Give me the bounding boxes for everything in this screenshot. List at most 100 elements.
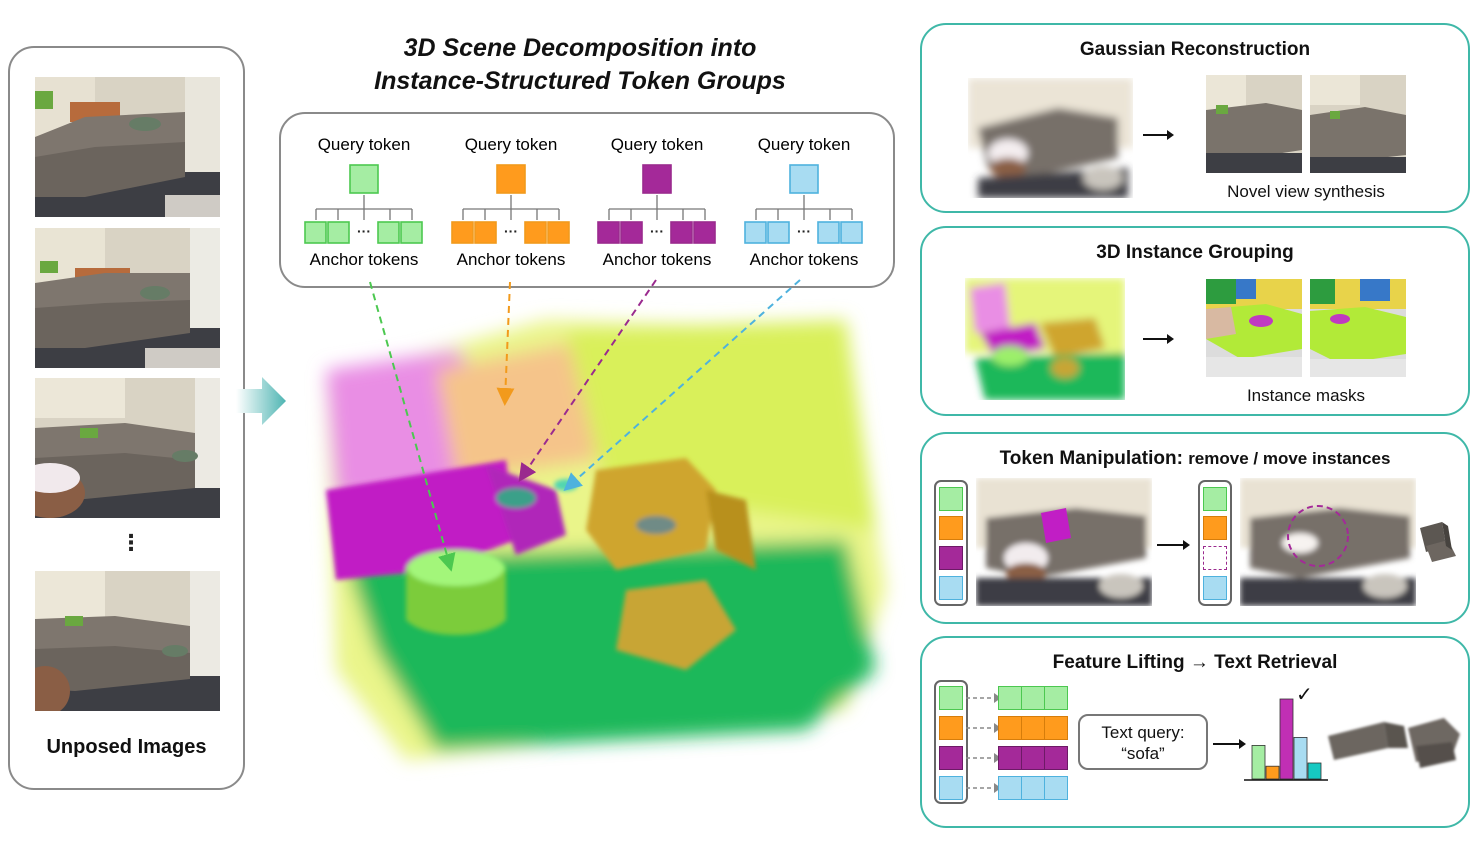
- anchor-ellipsis-4: ···: [797, 223, 811, 239]
- lift-arrows: [966, 693, 1001, 793]
- arrow-right-icon: [1143, 334, 1174, 344]
- token-blue: [1203, 576, 1227, 600]
- anchor-tokens-label-2: Anchor tokens: [456, 250, 566, 269]
- gaussian-render: [968, 78, 1133, 198]
- anchor-token-1-4: [400, 221, 423, 244]
- feature-purple: [998, 746, 1068, 770]
- anchor-token-2-3: [524, 221, 547, 244]
- input-image-3: [35, 378, 220, 518]
- instance-mask-1: [1206, 279, 1302, 377]
- anchor-token-1-3: [377, 221, 400, 244]
- token-blue: [939, 776, 963, 800]
- unposed-images-label: Unposed Images: [46, 736, 207, 758]
- input-image-1: [35, 77, 220, 217]
- arrow-right-icon: [1143, 130, 1174, 140]
- feature-orange: [998, 716, 1068, 740]
- unposed-images-panel: [8, 46, 245, 790]
- token-manipulation-title-bold: Token Manipulation:: [999, 448, 1183, 469]
- retrieved-sofa-render: [1328, 718, 1460, 768]
- anchor-token-4-3: [817, 221, 840, 244]
- token-orange: [939, 716, 963, 740]
- query-token-label-1: Query token: [317, 135, 411, 154]
- retrieval-bar-3: [1279, 698, 1294, 780]
- token-trees: ··· ··· ··· ···: [304, 164, 863, 244]
- token-manipulation-title: Token Manipulation: remove / move instan…: [922, 448, 1468, 470]
- query-token-label-3: Query token: [610, 135, 704, 154]
- novel-view-2: [1310, 75, 1406, 173]
- token-manipulation-title-rest: remove / move instances: [1188, 449, 1391, 468]
- text-query-label: Text query:: [1101, 723, 1185, 742]
- token-purple: [939, 546, 963, 570]
- instance-grouping-panel: 3D Instance Grouping: [920, 226, 1470, 416]
- query-token-3: [642, 164, 672, 194]
- text-retrieval-panel: Feature Lifting → Text Retrieval: [920, 636, 1470, 828]
- query-token-label-4: Query token: [757, 135, 851, 154]
- retrieval-bar-1: [1251, 745, 1266, 780]
- anchor-token-2-2: [474, 221, 497, 244]
- anchor-token-2-1: [451, 221, 474, 244]
- anchor-ellipsis-1: ···: [357, 223, 371, 239]
- anchor-token-1-1: [304, 221, 327, 244]
- text-query-box[interactable]: Text query: “sofa”: [1078, 714, 1208, 770]
- anchor-token-3-1: [597, 221, 620, 244]
- anchor-token-3-3: [670, 221, 693, 244]
- feature-blue: [998, 776, 1068, 800]
- token-green: [1203, 487, 1227, 511]
- retrieval-bar-2: [1265, 765, 1280, 780]
- anchor-token-2-4: [547, 221, 570, 244]
- novel-view-caption: Novel view synthesis: [1227, 182, 1385, 201]
- input-image-2: [35, 228, 220, 368]
- gaussian-reconstruction-title: Gaussian Reconstruction: [1079, 39, 1311, 60]
- token-manipulation-panel: Token Manipulation: remove / move instan…: [920, 432, 1470, 624]
- text-retrieval-title: Feature Lifting → Text Retrieval: [1052, 652, 1338, 673]
- anchor-tokens-label-4: Anchor tokens: [749, 250, 859, 269]
- instance-grouping-render: [965, 278, 1125, 400]
- text-query-value: “sofa”: [1121, 744, 1165, 763]
- query-token-2: [496, 164, 526, 194]
- gaussian-reconstruction-panel: Gaussian Reconstruction: [920, 23, 1470, 213]
- token-green: [939, 686, 963, 710]
- anchor-token-3-4: [693, 221, 716, 244]
- moved-chair-instance: [1420, 522, 1456, 562]
- anchor-token-4-2: [767, 221, 790, 244]
- more-images-ellipsis: ⋮: [120, 530, 142, 555]
- query-token-4: [789, 164, 819, 194]
- retrieval-bar-5: [1307, 762, 1322, 780]
- query-token-label-2: Query token: [464, 135, 558, 154]
- retrieval-score-chart: [1244, 698, 1328, 781]
- token-green: [939, 487, 963, 511]
- anchor-token-3-2: [620, 221, 643, 244]
- title-line-2: Instance-Structured Token Groups: [374, 67, 786, 95]
- input-image-4: [35, 571, 220, 711]
- token-removed: [1203, 546, 1227, 570]
- token-stack-retrieval: [934, 680, 968, 804]
- token-stack-before: [934, 480, 968, 606]
- novel-view-1: [1206, 75, 1302, 173]
- anchor-ellipsis-3: ···: [650, 223, 664, 239]
- retrieval-bar-4: [1293, 737, 1308, 780]
- token-purple: [939, 746, 963, 770]
- arrow-right-icon: [1157, 540, 1190, 550]
- anchor-token-4-4: [840, 221, 863, 244]
- match-check-icon: ✓: [1296, 684, 1313, 706]
- token-orange: [939, 516, 963, 540]
- anchor-token-1-2: [327, 221, 350, 244]
- token-stack-after: [1198, 480, 1232, 606]
- instance-grouping-title: 3D Instance Grouping: [1096, 242, 1294, 263]
- scene-after-edit: [1240, 478, 1416, 606]
- anchor-token-4-1: [744, 221, 767, 244]
- diagram-title: 3D Scene Decomposition into Instance-Str…: [300, 32, 860, 98]
- instance-masks-caption: Instance masks: [1246, 386, 1366, 405]
- title-line-1: 3D Scene Decomposition into: [403, 34, 757, 62]
- instance-mask-2: [1310, 279, 1406, 377]
- flow-arrow-icon: [236, 377, 286, 425]
- token-orange: [1203, 516, 1227, 540]
- query-token-1: [349, 164, 379, 194]
- feature-green: [998, 686, 1068, 710]
- arrow-right-icon: [1213, 739, 1246, 749]
- anchor-ellipsis-2: ···: [504, 223, 518, 239]
- scene-before-edit: [976, 478, 1152, 606]
- anchor-tokens-label-3: Anchor tokens: [602, 250, 712, 269]
- anchor-tokens-label-1: Anchor tokens: [309, 250, 419, 269]
- token-blue: [939, 576, 963, 600]
